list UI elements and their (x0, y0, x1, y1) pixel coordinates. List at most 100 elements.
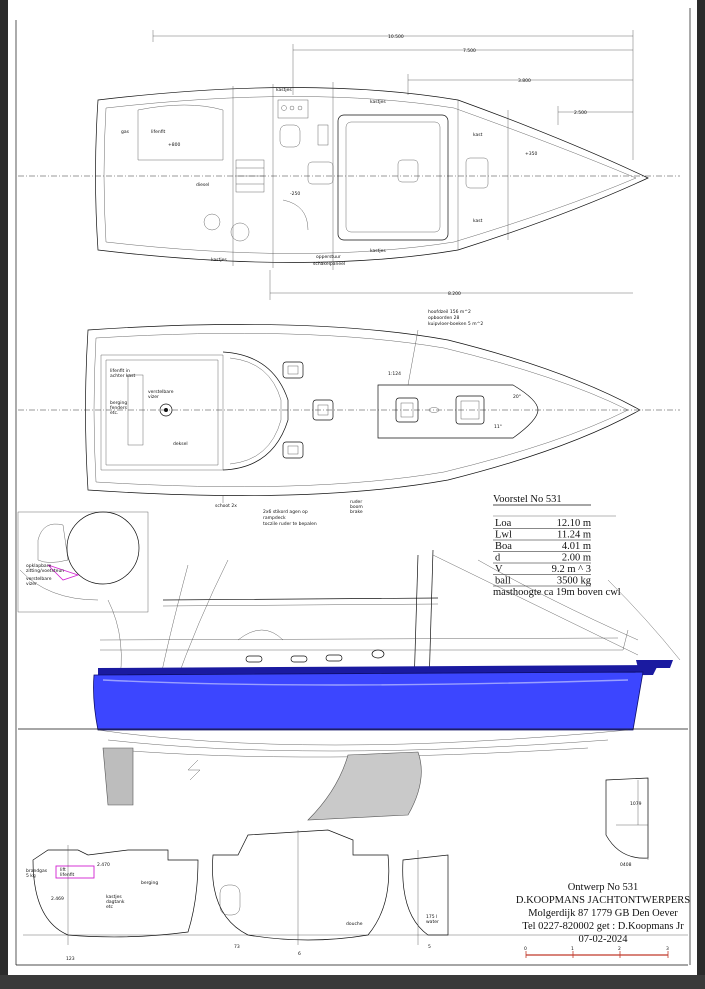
angle-2-label: 11° (494, 424, 502, 430)
section1-label-5: lifenfit (60, 872, 75, 878)
deksel-label: deksel (173, 441, 188, 447)
rail-note-3: brake (350, 509, 363, 515)
scale-tick-3: 3 (666, 946, 669, 952)
dim-3-text: 3.800 (518, 78, 531, 84)
schakelpaneel-label: schakelpaneel (313, 261, 345, 267)
kastjes-c-label: kastjes (370, 248, 386, 254)
section1-label-2: 5 kg (26, 873, 36, 879)
kast-b-label: kast (473, 218, 483, 224)
spec-row-label: Boa (495, 541, 512, 552)
dim-1-text: 10.500 (388, 34, 404, 40)
lifenfit-note-1: lifenfit in (110, 368, 130, 374)
section1-label-1: brandgas (26, 868, 48, 874)
section1-label-9: dagtank (106, 899, 125, 905)
hull-topsides (93, 671, 644, 731)
section1-label-3: 2.470 (97, 862, 110, 868)
tacking-note-2: rampdeck (263, 515, 286, 521)
accommodation-plan: kastjes kastjes gas lifenfit +800 kast +… (18, 82, 680, 270)
sail-info-3: kuipvloer-boeken 5 m^2 (428, 321, 483, 327)
schoot-label: schoot 2x (215, 503, 237, 509)
section-views: brandgas 5 kg 2.470 lift lifenfit bergin… (23, 829, 688, 962)
diesel-label: diesel (196, 182, 209, 188)
section1-label-7: 2.469 (51, 896, 64, 902)
spec-row-label: V (495, 564, 503, 575)
title-line-4: Tel 0227-820002 get : D.Koopmans Jr (522, 921, 684, 932)
rudder (102, 747, 134, 806)
section2-station-b: 6 (298, 951, 301, 957)
verstelbare-note-2: vizer (148, 394, 159, 400)
stern-dim-a: 1079 (630, 801, 642, 807)
stern-dim-b: 0408 (620, 862, 632, 868)
detail-label-4: vizer (26, 581, 37, 587)
tacking-note-3: toczile ruder te bepalen (263, 521, 317, 527)
spec-row-label: d (495, 553, 501, 564)
spec-note: masthoogte ca 19m boven cwl (493, 587, 621, 598)
section3-label-2: water (426, 919, 439, 925)
title-line-5: 07-02-2024 (579, 934, 629, 945)
spec-row-value: 3500 kg (557, 576, 592, 587)
spec-row-label: ball (495, 576, 511, 587)
rail-note-1: ruder (350, 499, 362, 505)
title-block: Ontwerp No 531 D.KOOPMANS JACHTONTWERPER… (516, 882, 690, 945)
stay-label: 1:124 (388, 371, 401, 377)
detail-label-3: verstelbare (26, 576, 52, 582)
verstelbare-note-1: verstelbare (148, 389, 174, 395)
portlights (245, 649, 385, 663)
detail-label-2: zitting/voetsteun (26, 568, 64, 574)
spec-row-value: 2.00 m (562, 553, 591, 564)
profile-view (18, 549, 688, 821)
gas-label: gas (121, 130, 130, 135)
level-fwd-label: +350 (525, 151, 537, 157)
berging-note-1: berging (110, 400, 127, 406)
kast-a-label: kast (473, 132, 483, 138)
detail-view: opklapbare zitting/voetsteun verstelbare… (17, 511, 149, 613)
dim-2-text: 7.500 (463, 48, 476, 54)
detail-label-1: opklapbare (26, 563, 51, 569)
berging-note-3: etc. (110, 410, 118, 416)
section3-label-1: 175 l (426, 914, 437, 920)
scale-tick-0: 0 (524, 946, 527, 952)
kastjes-a-label: kastjes (276, 87, 292, 93)
section1-label-8: kastjes (106, 894, 122, 900)
scale-bar: 0 1 2 3 (524, 946, 669, 958)
section2-station: 73 (234, 944, 240, 950)
opperstuur-label: opperstuur (316, 254, 341, 260)
dim-4-text: 2.500 (574, 110, 587, 116)
sail-info-1: hoofdzeil 156 m^2 (428, 309, 471, 315)
berging-note-2: fenders (110, 405, 128, 411)
scale-tick-1: 1 (571, 946, 574, 952)
section1-station: 123 (66, 956, 75, 962)
spec-title: Voorstel No 531 (493, 494, 562, 505)
title-line-2: D.KOOPMANS JACHTONTWERPERS (516, 895, 690, 906)
level-aft-label: +800 (168, 142, 180, 148)
lifenfit-label: lifenfit (151, 129, 166, 135)
scale-tick-2: 2 (618, 946, 621, 952)
section2-label: douche (346, 921, 363, 927)
keel (307, 751, 422, 821)
window-bottom-band (0, 975, 705, 989)
dim-5-text: 8.200 (448, 291, 461, 297)
yacht-drawing: 10.500 7.500 3.800 2.500 8.200 (15, 8, 691, 966)
spec-row-value: 9.2 m ^ 3 (552, 564, 591, 575)
spec-row-value: 4.01 m (562, 541, 591, 552)
stern-detail: 1079 0408 (605, 777, 649, 868)
kastjes-d-label: kastjes (211, 257, 227, 263)
spec-row-label: Lwl (495, 530, 512, 541)
section1-label-4: lift (60, 867, 66, 873)
section1-label-6: berging (141, 880, 158, 886)
kastjes-b-label: kastjes (370, 99, 386, 105)
tacking-note-1: 2x6 stikord agen op (263, 509, 308, 515)
rail-note-2: boom (350, 504, 363, 510)
deck-plan: lifenfit in achter kast verstelbare vize… (18, 309, 680, 527)
spec-row-value: 12.10 m (557, 518, 591, 529)
title-line-1: Ontwerp No 531 (568, 882, 639, 893)
angle-1-label: 20° (513, 394, 521, 400)
level-mid-label: -250 (290, 191, 300, 197)
section1-label-10: etc (106, 904, 114, 910)
section3-station: 5 (428, 944, 431, 950)
dimension-lines: 10.500 7.500 3.800 2.500 8.200 (152, 30, 634, 300)
sail-info-2: opboorden 28 (428, 315, 460, 321)
spec-row-label: Loa (495, 518, 512, 529)
lifenfit-note-2: achter kast (110, 373, 136, 379)
